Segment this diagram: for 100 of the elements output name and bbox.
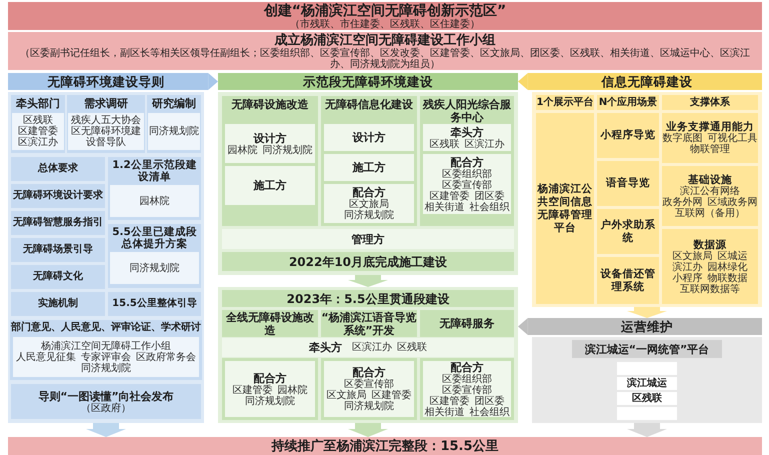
list-item: 社会组织 bbox=[470, 202, 510, 212]
list-item: 相关街道 bbox=[424, 202, 464, 212]
card-title: 配合方 bbox=[254, 372, 286, 384]
list-item: 政务外网 bbox=[662, 196, 702, 208]
list-panel bbox=[222, 358, 318, 420]
card-title: 业务支撑通用能力 bbox=[666, 121, 754, 133]
block-arrow bbox=[518, 318, 532, 335]
section-banner bbox=[532, 73, 762, 90]
list-item: 物联管理 bbox=[690, 144, 730, 155]
list-panel bbox=[12, 113, 64, 150]
block-arrow bbox=[627, 423, 667, 437]
category-card bbox=[222, 96, 318, 226]
section-panel bbox=[218, 287, 518, 423]
list-item: 园林院 bbox=[278, 384, 308, 396]
list-item: 区委宣传部 bbox=[344, 379, 394, 390]
unit-label: 滨江城运 bbox=[627, 378, 667, 390]
list-item: 同济规划院 bbox=[81, 362, 131, 374]
category-card bbox=[67, 95, 145, 153]
section-title: 运营维护 bbox=[621, 319, 673, 334]
card-title: 1.2公里示范段建设清单 bbox=[111, 159, 198, 183]
card-title: 残疾人阳光综合服务中心 bbox=[422, 98, 512, 124]
card-title: 数据源 bbox=[694, 238, 726, 250]
list-item: 可视化工具 bbox=[708, 133, 758, 144]
platform-box bbox=[572, 340, 722, 358]
list-item: 区委组织部 bbox=[442, 374, 492, 384]
list-item: 区建管委 bbox=[430, 190, 470, 202]
card-title: 无障碍服务 bbox=[440, 317, 494, 330]
list-panel bbox=[110, 185, 199, 217]
category-card bbox=[108, 157, 201, 220]
block-arrow bbox=[204, 73, 218, 90]
category-card bbox=[597, 113, 659, 158]
list-panel bbox=[420, 358, 514, 420]
category-card bbox=[222, 252, 514, 271]
list-panel bbox=[13, 337, 199, 377]
category-card bbox=[147, 95, 201, 153]
list-item: 区委组织部 bbox=[442, 168, 492, 180]
category-card bbox=[597, 257, 659, 304]
card-title: 1个展示平台 bbox=[536, 96, 594, 108]
list-item: 同济规划院 bbox=[262, 144, 312, 156]
list-panel bbox=[423, 154, 511, 214]
header-banner bbox=[8, 32, 762, 70]
card-title: 小程序导览 bbox=[600, 129, 656, 142]
list-panel bbox=[68, 113, 144, 150]
section-panel bbox=[8, 92, 204, 423]
list-item: 区残联 bbox=[23, 115, 53, 126]
list-item: 区残联 bbox=[397, 342, 427, 353]
list-item: 滨江办 bbox=[672, 262, 702, 272]
section-banner bbox=[8, 73, 204, 90]
card-title: 语音导览 bbox=[606, 177, 650, 190]
list-item: 区域政务网 bbox=[708, 196, 758, 208]
card-title: 无障碍设施改造 bbox=[232, 98, 308, 111]
card-title: 滨江城运“一网统管”平台 bbox=[584, 342, 710, 356]
card-title: 需求调研 bbox=[84, 97, 128, 110]
card-title: 设计方 bbox=[254, 132, 286, 144]
card-title: 全线无障碍设施改造 bbox=[225, 310, 315, 336]
list-panel bbox=[225, 166, 315, 205]
list-item: 区建管委 bbox=[18, 126, 58, 137]
list-item: 区建管委 bbox=[430, 396, 470, 406]
footer-title: 持续推广至杨浦滨江完整段：15.5公里 bbox=[271, 438, 499, 454]
list-panel bbox=[222, 338, 514, 357]
category-card bbox=[420, 310, 514, 337]
card-title: 部门意见、人民意见、评审论证、学术研讨 bbox=[11, 322, 201, 334]
card-title: 无障碍环境设计要求 bbox=[13, 190, 103, 202]
card-title: 实施机制 bbox=[38, 298, 78, 310]
list-item: 团区委 bbox=[474, 190, 504, 202]
list-item: 同济规划院 bbox=[344, 210, 394, 221]
list-item: 专家评审会 bbox=[81, 352, 131, 362]
list-item: 园林院 bbox=[228, 144, 258, 156]
section-title: 示范段无障碍环境建设 bbox=[303, 74, 433, 89]
list-item: 区滨江办 bbox=[464, 138, 504, 150]
list-panel bbox=[324, 124, 414, 151]
list-item: 同济规划院 bbox=[245, 396, 295, 406]
category-card bbox=[662, 113, 758, 163]
section-banner bbox=[218, 73, 518, 90]
list-item: 社会组织 bbox=[470, 406, 510, 418]
card-title: 无障碍智慧服务指引 bbox=[13, 217, 103, 229]
list-item: 区文旅局 bbox=[672, 250, 712, 262]
category-card bbox=[597, 161, 659, 206]
card-title: 户外求助系统 bbox=[600, 218, 656, 244]
card-title: “杨浦滨江语音导览系统”开发 bbox=[321, 310, 417, 336]
list-item: 相关街道 bbox=[424, 406, 464, 418]
card-title: 2023年：5.5公里贯通段建设 bbox=[286, 292, 450, 306]
category-card bbox=[662, 166, 758, 226]
card-title: 总体要求 bbox=[38, 163, 78, 175]
category-card bbox=[10, 320, 202, 380]
card-title: 5.5公里已建成段总体提升方案 bbox=[111, 226, 198, 250]
category-card bbox=[321, 96, 417, 226]
block-arrow bbox=[518, 73, 532, 90]
list-panel bbox=[321, 358, 417, 420]
section-panel bbox=[218, 92, 518, 275]
card-title: 支撑体系 bbox=[690, 96, 730, 108]
card-title: 牵头方 bbox=[450, 126, 484, 138]
category-card bbox=[662, 229, 758, 304]
list-panel bbox=[324, 154, 414, 181]
card-title: 配合方 bbox=[352, 366, 386, 379]
card-title: 施工方 bbox=[254, 179, 286, 192]
header-note: （区委副书记任组长，副区长等相关区领导任副组长；区委组织部、区委宣传部、区发改委、区建管委、区文旅局、团区委、区残联、相关街道、区城运中心、区滨江办、同济规划院为组员） bbox=[19, 48, 751, 70]
block-arrow bbox=[627, 307, 667, 318]
list-panel bbox=[324, 184, 414, 223]
block-arrow bbox=[348, 275, 388, 287]
